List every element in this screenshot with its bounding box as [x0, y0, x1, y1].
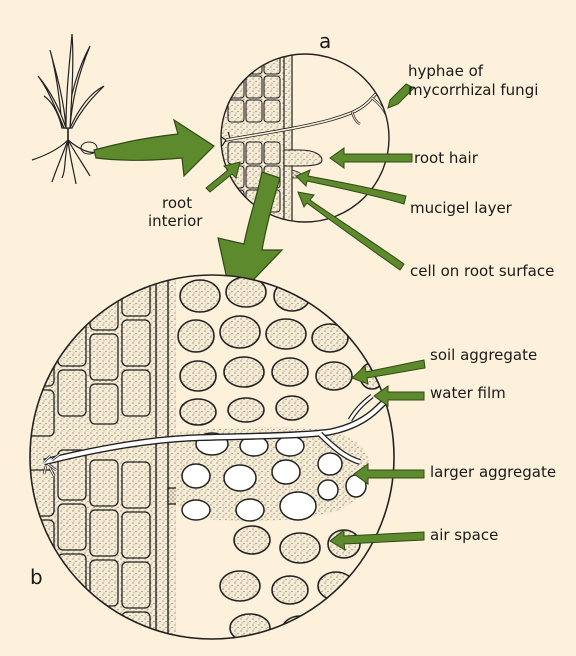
- label-root-interior-line2: interior: [148, 212, 203, 230]
- label-root-hair: root hair: [414, 149, 479, 167]
- label-cell-on-root-surface: cell on root surface: [410, 262, 554, 280]
- label-mucigel-layer: mucigel layer: [410, 199, 513, 217]
- label-larger-aggregate: larger aggregate: [430, 463, 556, 481]
- arrow-root-interior: [206, 162, 240, 192]
- panel-a-label: a: [319, 29, 331, 53]
- label-soil-aggregate: soil aggregate: [430, 346, 537, 364]
- label-air-space: air space: [430, 526, 498, 544]
- label-hyphae-line1: hyphae of: [408, 62, 484, 80]
- arrow-plant-to-panel-a: [94, 120, 214, 176]
- plant-seedling: [32, 34, 104, 184]
- panel-b-circle: [28, 270, 400, 652]
- label-water-film: water film: [430, 384, 506, 402]
- label-root-interior-line1: root: [162, 194, 192, 212]
- panel-b-label: b: [30, 565, 43, 589]
- label-hyphae-line2: mycorrhizal fungi: [408, 81, 538, 99]
